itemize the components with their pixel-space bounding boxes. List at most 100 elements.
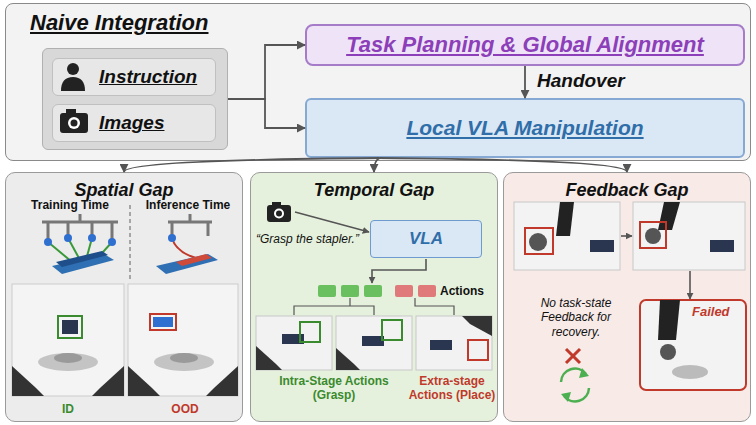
action-token — [318, 285, 336, 297]
connector-arrow — [228, 99, 305, 128]
robot-arm — [658, 300, 680, 340]
annotation-label: Training Time — [18, 198, 122, 212]
gripper-finger — [12, 366, 44, 396]
grasp-point — [108, 238, 116, 246]
gripper-finger — [128, 366, 160, 396]
connector-arrow — [228, 45, 305, 99]
gripper — [171, 222, 174, 236]
node-text: Task Planning & Global Alignment — [346, 32, 704, 57]
gripper-finger — [92, 366, 124, 396]
scene-photo — [12, 284, 124, 396]
node-text: VLA — [409, 229, 443, 249]
gripper — [42, 221, 118, 224]
annotation-label: “Grasp the stapler.” — [256, 232, 368, 246]
annotation-label: Actions — [440, 284, 495, 298]
cycle-arrow — [561, 392, 571, 402]
annotation-label: Failed — [692, 304, 744, 320]
connector-arrow — [524, 66, 526, 98]
gripper-finger — [336, 348, 360, 370]
cross-mark — [566, 349, 580, 363]
object — [645, 228, 661, 244]
person-icon — [67, 63, 79, 75]
bracket — [294, 298, 374, 315]
robot-arm — [658, 202, 680, 230]
camera-lens — [71, 120, 78, 127]
annotation-label: OOD — [160, 402, 210, 416]
cycle-arrow — [579, 368, 589, 378]
action-token — [364, 285, 382, 297]
scene-photo — [256, 316, 332, 370]
camera-icon — [267, 205, 291, 222]
object — [62, 320, 78, 334]
node-text: Naive Integration — [30, 10, 208, 35]
gripper — [91, 222, 94, 236]
output-arrow — [372, 259, 426, 283]
step-arrow — [621, 235, 632, 237]
annotation-label: Intra-Stage Actions (Grasp) — [274, 374, 394, 403]
node-text: Instruction — [99, 66, 197, 88]
bracket — [415, 298, 454, 315]
platform — [154, 353, 214, 371]
vla-box: VLA — [370, 220, 482, 258]
annotation-label: ID — [48, 402, 88, 416]
camera-lens — [274, 209, 284, 219]
gripper — [207, 222, 210, 236]
grasp-point — [64, 234, 72, 242]
object — [362, 336, 384, 346]
annotation-label: Inference Time — [136, 198, 240, 212]
scene-photo — [416, 316, 492, 370]
planner-box: Task Planning & Global Alignment — [305, 24, 745, 66]
framework-box: Naive IntegrationInstructionImages Task P… — [5, 3, 751, 161]
platform — [54, 353, 82, 363]
connector-arrow — [374, 158, 380, 172]
cross-mark — [566, 349, 580, 363]
step-arrow — [689, 271, 691, 299]
object — [672, 365, 708, 379]
node-text: Local VLA Manipulation — [406, 116, 643, 140]
scene-photo — [633, 202, 745, 270]
stapler — [176, 254, 212, 266]
failed-photo — [640, 300, 746, 390]
object — [660, 344, 676, 360]
annotation-label: Extra-stage Actions (Place) — [406, 374, 498, 403]
action-token — [395, 285, 413, 297]
camera-icon — [60, 113, 88, 133]
object — [710, 240, 734, 252]
highlight-box — [382, 320, 402, 340]
stapler — [56, 251, 108, 267]
grasp-line — [172, 238, 196, 258]
gripper — [168, 221, 212, 224]
gripper-finger — [256, 346, 282, 370]
highlight-box — [525, 228, 553, 254]
gripper-finger — [206, 366, 238, 396]
highlight-box — [150, 314, 176, 330]
scene-photo — [514, 202, 620, 270]
grasp-point — [44, 238, 52, 246]
connector-arrow — [124, 158, 380, 172]
scene-photo — [336, 316, 412, 370]
highlight-box — [300, 322, 320, 342]
action-token — [418, 285, 436, 297]
platform — [38, 353, 98, 371]
object — [590, 240, 614, 252]
action-token — [341, 285, 359, 297]
highlight-box — [640, 222, 666, 248]
node-text: Spatial Gap — [74, 180, 173, 201]
object — [430, 340, 452, 350]
connector-arrow — [380, 158, 627, 172]
platform — [170, 353, 198, 363]
grasp-point — [88, 234, 96, 242]
object — [529, 233, 547, 251]
edge-label: Handover — [537, 70, 625, 92]
node-text: Temporal Gap — [314, 180, 434, 201]
highlight-box — [468, 340, 488, 360]
node-text: Feedback Gap — [565, 180, 688, 201]
gripper-finger — [462, 316, 492, 336]
input-group: InstructionImages — [42, 48, 228, 150]
annotation-label: No task-state Feedback for recovery. — [522, 296, 630, 339]
grasp-point — [168, 234, 176, 242]
